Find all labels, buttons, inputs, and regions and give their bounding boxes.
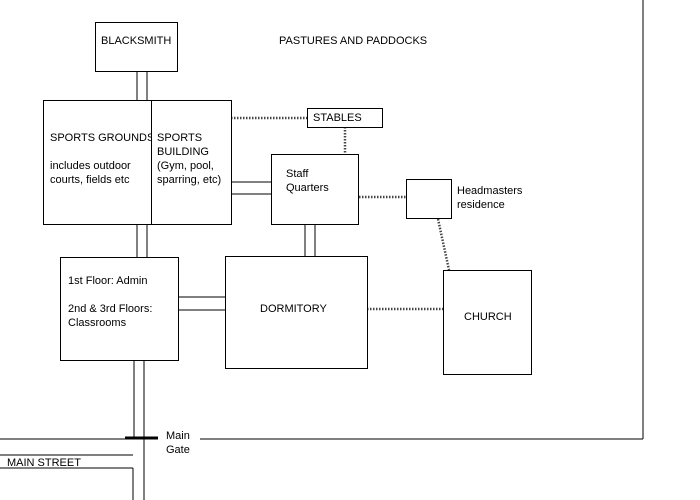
- classrooms-floor-label: 2nd & 3rd Floors: Classrooms: [68, 303, 153, 329]
- sports-building: [151, 100, 232, 225]
- blacksmith-building: [95, 22, 178, 72]
- admin-classroom-building: [60, 257, 179, 361]
- sports-grounds-title: SPORTS GROUNDS: [50, 132, 155, 144]
- staff-quarters-label: Staff Quarters: [286, 168, 329, 194]
- church-label: CHURCH: [464, 311, 512, 323]
- sports-grounds-detail: includes outdoor courts, fields etc: [50, 160, 131, 186]
- main-street-road: [0, 438, 134, 500]
- sports-building-label: SPORTS BUILDING (Gym, pool, sparring, et…: [157, 132, 222, 186]
- dirt-paths: [231, 116, 451, 311]
- stables-label: STABLES: [313, 112, 362, 124]
- main-street-label: MAIN STREET: [7, 457, 81, 469]
- main-gate-label: Main Gate: [166, 430, 190, 456]
- staff-quarters-building: [271, 154, 359, 225]
- dormitory-building: [225, 256, 368, 369]
- headmasters-residence-building: [406, 179, 452, 219]
- headmasters-residence-label: Headmasters residence: [457, 185, 523, 211]
- dormitory-label: DORMITORY: [260, 303, 327, 315]
- solid-paths: [133, 71, 316, 500]
- sports-grounds-area: [43, 100, 152, 225]
- admin-floor-label: 1st Floor: Admin: [68, 275, 148, 287]
- stables-building: [307, 108, 383, 128]
- pastures-and-paddocks-label: PASTURES AND PADDOCKS: [279, 35, 428, 47]
- property-boundary: [200, 0, 644, 440]
- blacksmith-label: BLACKSMITH: [101, 35, 172, 47]
- church-building: [443, 270, 532, 375]
